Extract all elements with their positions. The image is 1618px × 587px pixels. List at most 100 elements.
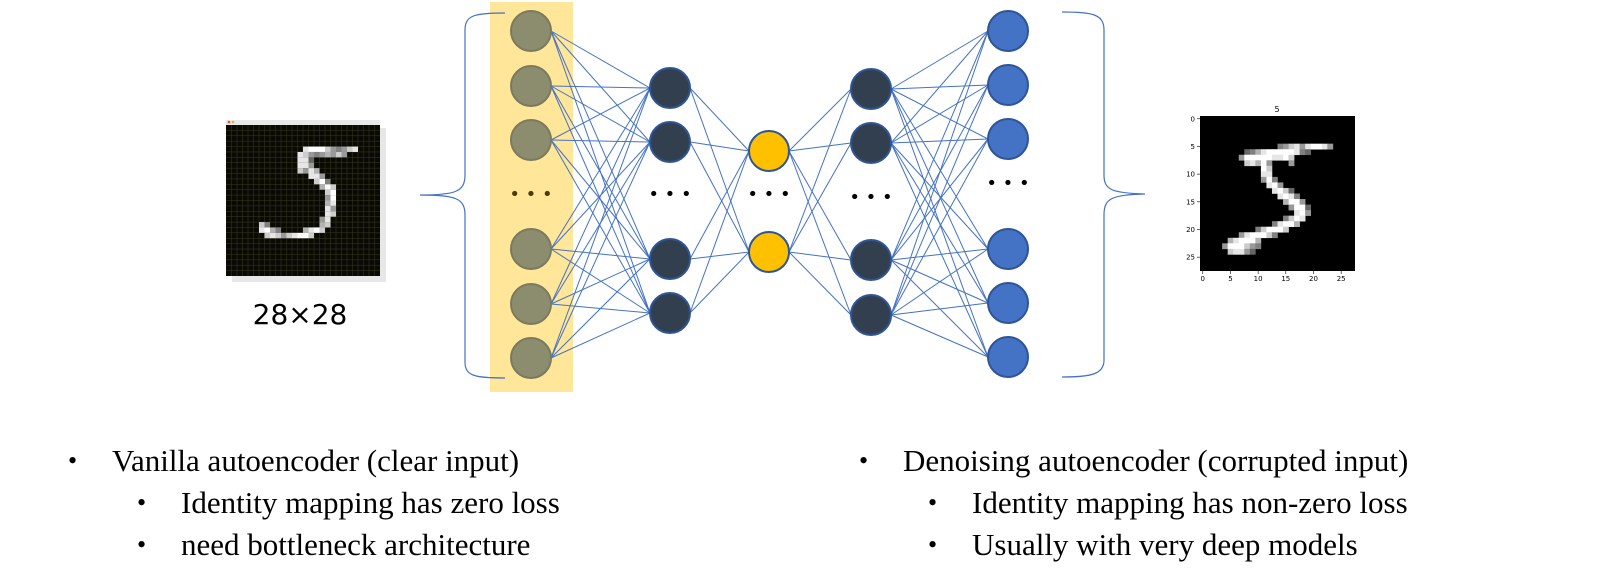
pixel xyxy=(1244,232,1251,239)
pixel xyxy=(1305,143,1312,150)
pixel xyxy=(1260,176,1267,183)
pixel xyxy=(1288,187,1295,194)
pixel xyxy=(1271,187,1278,194)
decoder-hidden-node xyxy=(850,239,892,281)
connection-edge xyxy=(550,139,651,314)
connection-edge xyxy=(550,87,651,250)
decoder-hidden-node xyxy=(850,294,892,336)
pixel xyxy=(347,146,353,152)
pixel xyxy=(303,168,309,174)
pixel xyxy=(1277,221,1284,228)
connection-edge xyxy=(689,87,750,253)
pixel xyxy=(303,232,309,239)
pixel xyxy=(1277,187,1284,194)
input-node xyxy=(510,228,552,270)
connection-edge xyxy=(550,87,651,141)
pixel xyxy=(319,216,325,223)
decoder-hidden-node xyxy=(850,68,892,110)
pixel xyxy=(1266,182,1273,189)
pixel xyxy=(1294,193,1300,200)
pixel xyxy=(1271,182,1278,189)
connection-edge xyxy=(689,150,750,314)
y-tick-label: 5 xyxy=(1191,143,1195,151)
x-tick-label: 0 xyxy=(1201,275,1205,283)
pixel xyxy=(1238,243,1245,250)
ellipsis-icon: • • • xyxy=(747,184,790,205)
connection-edge xyxy=(890,30,989,90)
pixel xyxy=(1260,226,1267,233)
connections xyxy=(550,30,989,359)
pixel xyxy=(325,211,331,217)
pixel xyxy=(314,178,320,185)
encoder-hidden-node xyxy=(649,292,691,334)
pixel xyxy=(1299,199,1306,205)
pixel xyxy=(1260,171,1267,178)
pixel xyxy=(325,189,331,196)
connection-edge xyxy=(890,30,989,144)
pixel xyxy=(1255,243,1262,250)
pixel xyxy=(1288,143,1295,150)
output-node xyxy=(987,336,1029,378)
pixel xyxy=(336,151,342,158)
pixel xyxy=(1288,149,1295,156)
bullet-icon: • xyxy=(137,488,147,517)
pixel xyxy=(330,151,336,158)
connection-edge xyxy=(550,258,651,305)
pixel xyxy=(336,146,342,152)
decoder-hidden-node xyxy=(850,122,892,164)
pixel xyxy=(325,200,331,206)
input-image xyxy=(226,120,386,282)
pixel xyxy=(325,222,331,228)
pixel xyxy=(308,232,314,239)
pixel xyxy=(314,227,320,233)
pixel xyxy=(1288,204,1295,211)
pixel xyxy=(330,195,336,201)
connection-edge xyxy=(550,312,651,359)
pixel xyxy=(1321,143,1328,150)
ellipsis-icon: • • • xyxy=(986,173,1029,194)
connection-edge xyxy=(890,30,989,316)
output-node xyxy=(987,118,1029,160)
pixel xyxy=(1249,232,1256,239)
bullets-vanilla: •Vanilla autoencoder (clear input) •Iden… xyxy=(68,440,560,566)
output-node xyxy=(987,282,1029,324)
pixel xyxy=(341,151,347,158)
pixel xyxy=(1283,193,1289,200)
pixel xyxy=(308,168,314,174)
pixel xyxy=(1227,243,1234,250)
pixel xyxy=(1305,210,1312,216)
pixel xyxy=(1277,182,1284,189)
pixel xyxy=(1244,237,1251,244)
bullet-icon: • xyxy=(859,446,869,475)
pixel xyxy=(1233,243,1240,250)
connection-edge xyxy=(890,84,989,144)
pixel xyxy=(1227,237,1234,244)
pixel xyxy=(1255,160,1262,167)
bullet-vanilla-sub: •need bottleneck architecture xyxy=(68,524,560,566)
input-size-label: 28×28 xyxy=(252,298,348,331)
pixel xyxy=(297,151,303,158)
pixel xyxy=(1238,237,1245,244)
connection-edge xyxy=(890,84,989,316)
connection-edge xyxy=(890,142,989,304)
connection-edge xyxy=(550,139,651,143)
pixel xyxy=(1260,160,1267,167)
output-node xyxy=(987,64,1029,106)
pixel xyxy=(270,227,276,233)
pixel xyxy=(314,146,320,152)
encoder-hidden-node xyxy=(649,121,691,163)
pixel xyxy=(319,173,325,179)
y-tick-label: 10 xyxy=(1186,171,1195,179)
pixel xyxy=(1288,199,1295,205)
right-brace xyxy=(1061,11,1146,378)
pixel xyxy=(1283,149,1289,156)
pixel xyxy=(319,184,325,190)
pixel xyxy=(1271,149,1278,156)
pixel xyxy=(325,178,331,185)
connection-edge xyxy=(550,30,651,89)
input-node xyxy=(510,283,552,325)
pixel xyxy=(275,227,281,233)
pixel xyxy=(1288,154,1295,161)
pixel xyxy=(1299,149,1306,156)
